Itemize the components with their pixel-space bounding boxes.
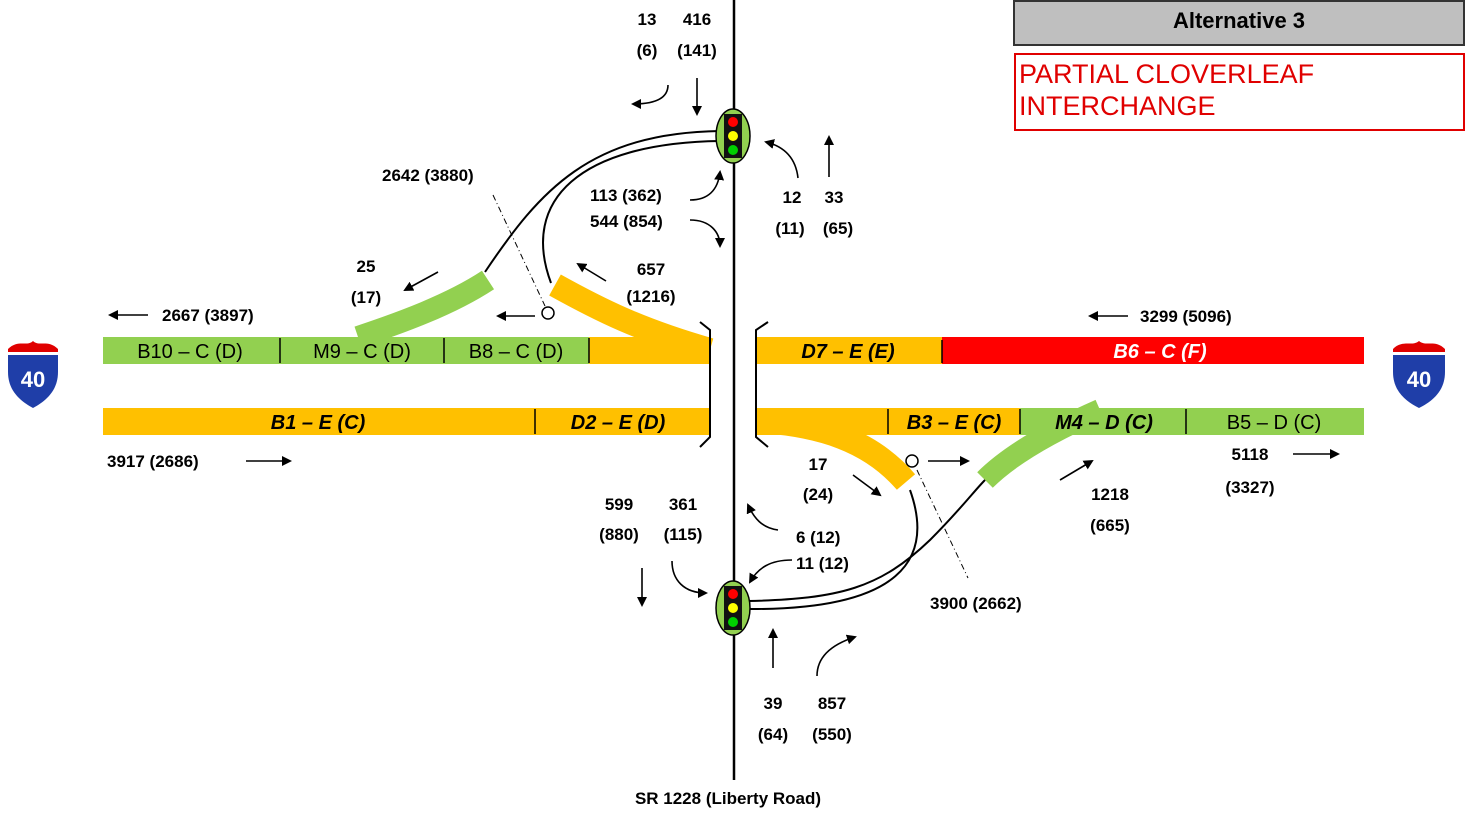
wb-on-ramp-volume-pm: (17) xyxy=(351,288,381,307)
seg-label-b10: B10 – C (D) xyxy=(137,341,243,363)
ramp-roadways xyxy=(484,130,986,611)
eb-off-ramp-volume: 3900 (2662) xyxy=(930,594,1022,613)
road-name-label: SR 1228 (Liberty Road) xyxy=(635,789,821,808)
wb-on-ramp-green xyxy=(354,270,495,348)
s-sb-thru-am: 599 xyxy=(605,495,633,514)
seg-label-m9: M9 – C (D) xyxy=(313,341,411,363)
eb-on-ramp-green xyxy=(977,399,1105,488)
s-ramp-right-volume: 11 (12) xyxy=(796,554,849,573)
s-nb-right-pm: (550) xyxy=(812,725,852,744)
n-nb-left-am: 12 xyxy=(783,188,802,207)
eb-off-ramp-movement-pm: (24) xyxy=(803,485,833,504)
wb-off-ramp-movement-pm: (1216) xyxy=(626,287,675,306)
wb-off-ramp-volume: 2642 (3880) xyxy=(382,166,474,185)
s-sb-right-am: 361 xyxy=(669,495,697,514)
s-nb-thru-am: 39 xyxy=(764,694,783,713)
seg-label-b1: B1 – E (C) xyxy=(271,412,366,434)
wb-gore-point xyxy=(541,306,555,320)
n-sb-thru-pm: (141) xyxy=(677,41,717,60)
movement-arrows xyxy=(108,78,1340,677)
s-sb-thru-pm: (880) xyxy=(599,525,639,544)
eb-off-ramp-orange xyxy=(759,409,916,491)
volume-pointers xyxy=(492,194,969,579)
wb-mainline-left-volume: 2667 (3897) xyxy=(162,306,254,325)
n-nb-thru-pm: (65) xyxy=(823,219,853,238)
s-sb-right-pm: (115) xyxy=(664,525,703,544)
n-nb-left-pm: (11) xyxy=(775,219,804,238)
eb-on-ramp-movement-am: 1218 xyxy=(1091,485,1129,504)
alternative-subtitle: PARTIAL CLOVERLEAF INTERCHANGE xyxy=(1014,53,1465,131)
subtitle-line-1: PARTIAL CLOVERLEAF xyxy=(1019,59,1315,89)
n-sb-left-am: 13 xyxy=(638,10,657,29)
seg-label-b6: B6 – C (F) xyxy=(1113,341,1207,363)
shield-number: 40 xyxy=(21,367,45,392)
shield-number: 40 xyxy=(1407,367,1431,392)
north-signal xyxy=(715,108,751,164)
seg-label-m4: M4 – D (C) xyxy=(1055,412,1153,434)
i40-shield-left: 40 xyxy=(8,341,58,408)
n-ramp-right-volume: 544 (854) xyxy=(590,212,663,231)
s-nb-thru-pm: (64) xyxy=(758,725,788,744)
eb-mainline-right-volume-am: 5118 xyxy=(1232,445,1269,464)
seg-label-d7: D7 – E (E) xyxy=(801,341,895,363)
wb-off-ramp-orange xyxy=(549,274,714,362)
s-ramp-left-volume: 6 (12) xyxy=(796,528,840,547)
subtitle-line-2: INTERCHANGE xyxy=(1019,91,1216,121)
wb-b6-bar xyxy=(942,337,1364,364)
wb-d7-bar xyxy=(756,337,942,364)
n-sb-thru-am: 416 xyxy=(683,10,711,29)
wb-green-bar xyxy=(103,337,589,364)
eb-b1-d2-bar xyxy=(103,408,710,435)
eb-off-ramp-movement-am: 17 xyxy=(809,455,828,474)
n-nb-thru-am: 33 xyxy=(825,188,844,207)
segment-dividers xyxy=(279,338,1187,434)
wb-off-ramp-movement-am: 657 xyxy=(637,260,665,279)
wb-mainline-right-volume: 3299 (5096) xyxy=(1140,307,1232,326)
bridge-brackets xyxy=(699,321,769,448)
seg-label-b5: B5 – D (C) xyxy=(1227,412,1321,434)
n-ramp-left-volume: 113 (362) xyxy=(590,186,662,205)
n-sb-left-pm: (6) xyxy=(637,41,658,60)
i40-shield-right: 40 xyxy=(1393,341,1445,408)
eb-mainline-left-volume: 3917 (2686) xyxy=(107,452,199,471)
seg-label-b8: B8 – C (D) xyxy=(469,341,563,363)
eb-mainline-right-volume-pm: (3327) xyxy=(1225,478,1274,497)
seg-label-b3: B3 – E (C) xyxy=(907,412,1002,434)
eb-on-ramp-movement-pm: (665) xyxy=(1090,516,1130,535)
south-signal xyxy=(715,580,751,636)
wb-on-ramp-volume-am: 25 xyxy=(357,257,376,276)
seg-label-d2: D2 – E (D) xyxy=(571,412,666,434)
eb-gore-point xyxy=(905,454,919,468)
s-nb-right-am: 857 xyxy=(818,694,846,713)
alternative-title: Alternative 3 xyxy=(1013,0,1465,46)
